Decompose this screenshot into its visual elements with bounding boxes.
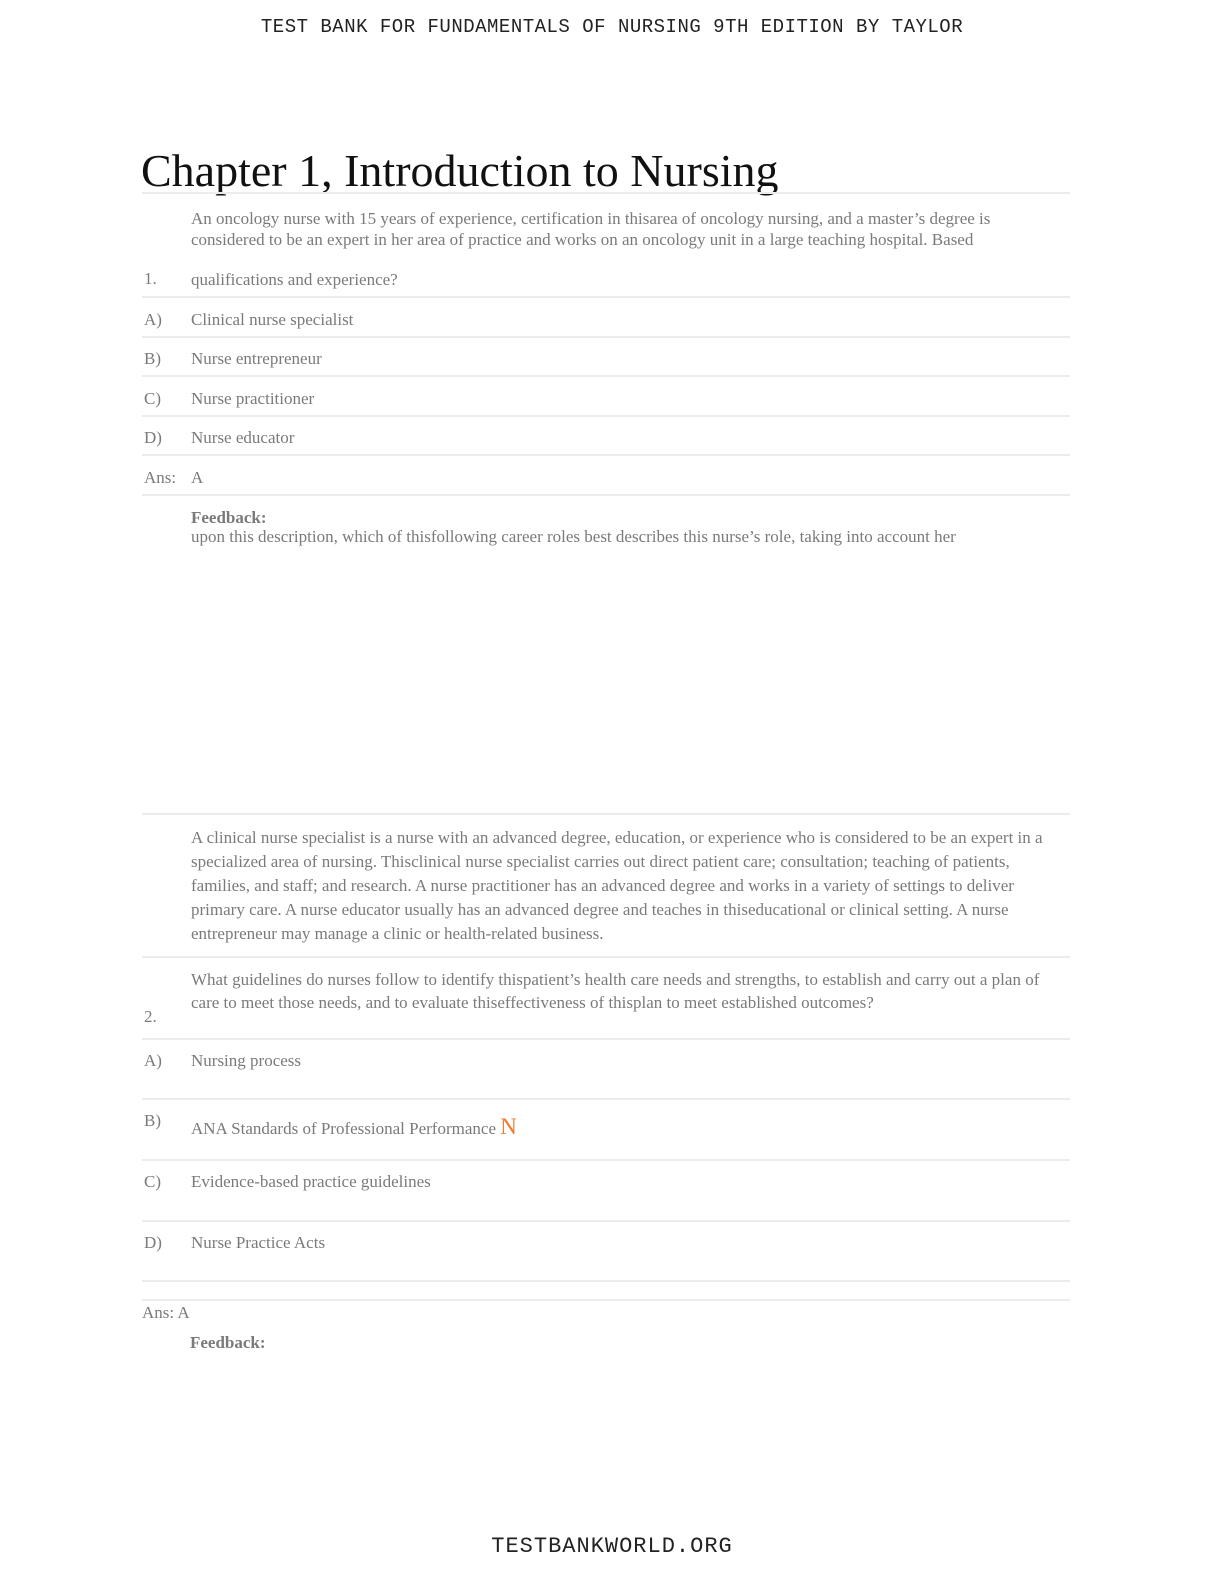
chapter-title: Chapter 1, Introduction to Nursing	[141, 145, 779, 196]
divider	[142, 296, 1070, 298]
divider	[142, 375, 1070, 377]
q2-option-text: Evidence-based practice guidelines	[191, 1172, 431, 1191]
divider	[142, 1159, 1070, 1161]
divider	[142, 1299, 1070, 1301]
q2-option-text: Nursing process	[191, 1051, 302, 1070]
q2-option-text: Nurse Practice Acts	[191, 1233, 326, 1252]
q2-option-label: D)	[144, 1233, 162, 1252]
divider	[142, 1098, 1070, 1100]
q1-option-text: Nurse educator	[191, 428, 295, 447]
q1-feedback-text: A clinical nurse specialist is a nurse w…	[191, 828, 1043, 943]
divider	[142, 1220, 1070, 1222]
annotation-mark: N	[500, 1114, 517, 1139]
divider	[142, 192, 1070, 194]
page-footer: TESTBANKWORLD.ORG	[491, 1534, 733, 1559]
divider	[142, 336, 1070, 338]
q1-option-label: D)	[144, 428, 162, 447]
divider	[142, 813, 1070, 815]
q1-number: 1.	[144, 269, 157, 288]
q1-option-label: A)	[144, 310, 162, 329]
q1-ans-value: A	[191, 468, 204, 487]
q2-answer: Ans: A	[142, 1303, 190, 1322]
divider	[142, 454, 1070, 456]
q2-option-b: ANA Standards of Professional Performanc…	[191, 1114, 1061, 1140]
divider	[142, 1280, 1070, 1282]
q1-ans-label: Ans:	[144, 468, 177, 487]
q2-option-label: C)	[144, 1172, 161, 1191]
q1-stem-line2: considered to be an expert in her area o…	[191, 230, 974, 249]
q1-stem-line3: qualifications and experience?	[191, 270, 398, 289]
q2-option-text: ANA Standards of Professional Performanc…	[191, 1119, 496, 1138]
q2-feedback-label: Feedback:	[190, 1333, 266, 1352]
q1-option-label: B)	[144, 349, 161, 368]
q1-option-text: Nurse entrepreneur	[191, 349, 322, 368]
divider	[142, 415, 1070, 417]
q1-option-text: Clinical nurse specialist	[191, 310, 354, 329]
q1-feedback-label: Feedback:	[191, 508, 267, 527]
q1-stem-continuation: upon this description, which of thisfoll…	[191, 527, 956, 546]
divider	[142, 494, 1070, 496]
q2-option-label: B)	[144, 1111, 161, 1130]
q2-number: 2.	[144, 1007, 157, 1026]
divider	[142, 1038, 1070, 1040]
page-header: TEST BANK FOR FUNDAMENTALS OF NURSING 9T…	[260, 16, 964, 38]
q1-stem-line1: An oncology nurse with 15 years of exper…	[191, 209, 991, 228]
q1-option-label: C)	[144, 389, 161, 408]
q1-option-text: Nurse practitioner	[191, 389, 315, 408]
q2-stem: What guidelines do nurses follow to iden…	[191, 970, 1040, 1012]
q2-option-label: A)	[144, 1051, 162, 1070]
divider	[142, 956, 1070, 958]
